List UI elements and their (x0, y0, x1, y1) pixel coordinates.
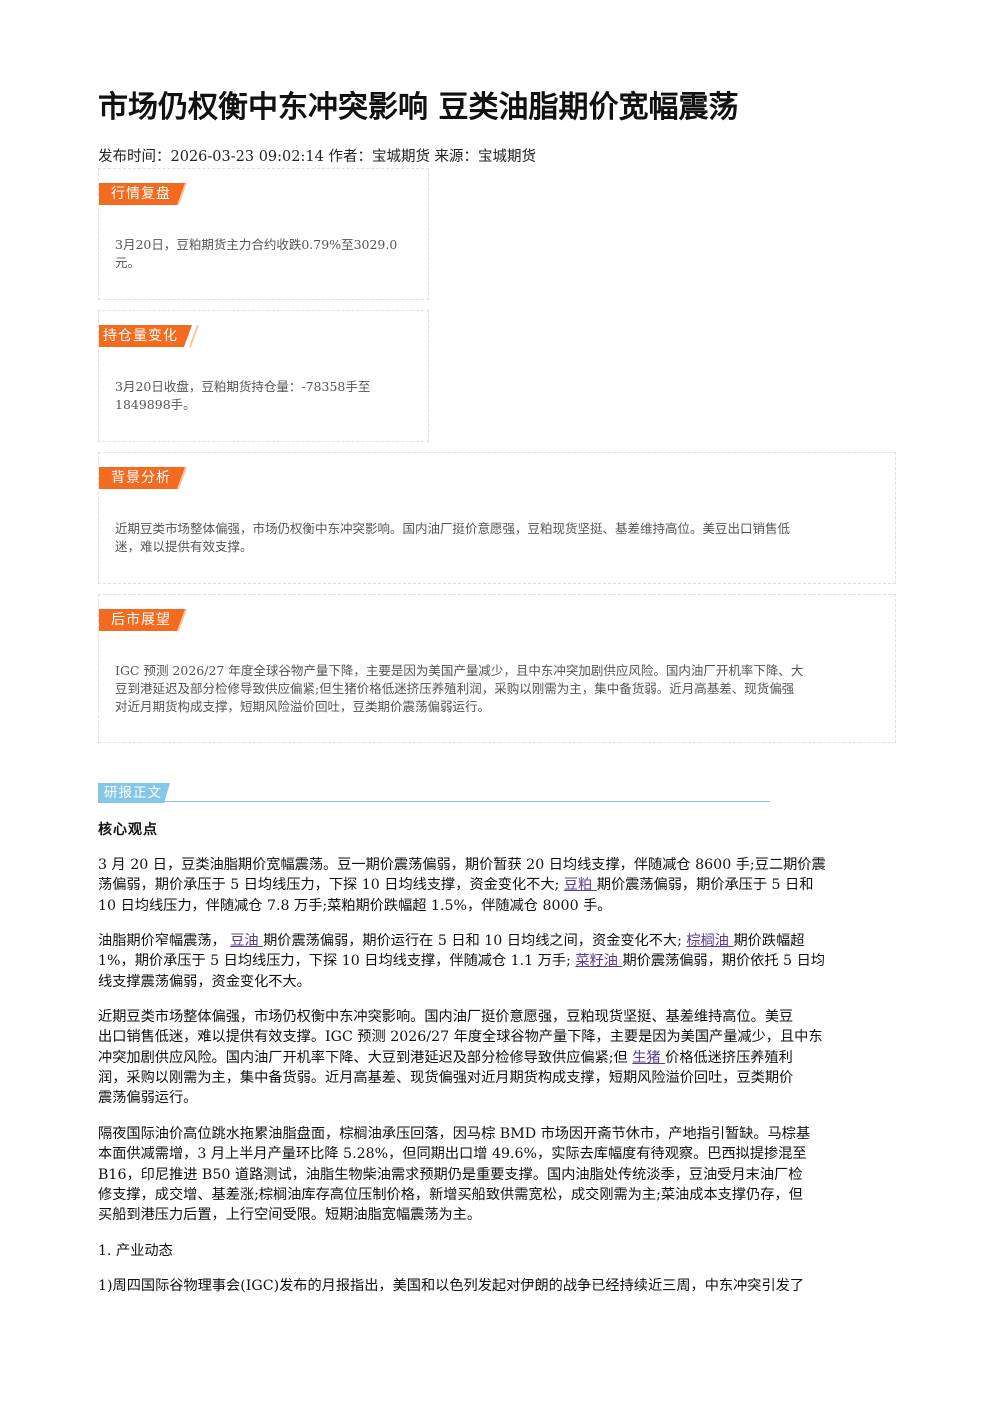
text-segment: 油脂期价窄幅震荡， (98, 933, 231, 949)
text-line: 3月20日收盘，豆粕期货持仓量：-78358手至 (115, 379, 371, 394)
text-line: 油脂期价窄幅震荡， 豆油 期价震荡偏弱，期价运行在 5 日和 10 日均线之间，… (98, 931, 896, 951)
paragraph-3: 近期豆类市场整体偏强，市场仍权衡中东冲突影响。国内油厂挺价意愿强，豆粕现货坚挺、… (98, 1007, 896, 1108)
text-line: 10 日均线压力，伴随减仓 7.8 万手;菜粕期价跌幅超 1.5%，伴随减仓 8… (98, 897, 612, 914)
link-live-hog[interactable]: 生猪 (632, 1049, 666, 1066)
text-line: 迷，难以提供有效支撑。 (115, 539, 253, 554)
paragraph-5: 1)周四国际谷物理事会(IGC)发布的月报指出，美国和以色列发起对伊朗的战争已经… (98, 1278, 805, 1294)
text-line: 豆到港延迟及部分检修导致供应偏紧;但生猪价格低迷挤压养殖利润，采购以刚需为主，集… (115, 681, 795, 696)
background-tag: 背景分析 (99, 467, 185, 489)
article-title: 市场仍权衡中东冲突影响 豆类油脂期价宽幅震荡 (98, 90, 739, 125)
paragraph-2: 油脂期价窄幅震荡， 豆油 期价震荡偏弱，期价运行在 5 日和 10 日均线之间，… (98, 931, 896, 992)
text-segment: 期价震荡偏弱，期价依托 5 日均 (622, 953, 825, 970)
text-line: 对近月期货构成支撑，短期风险溢价回吐，豆类期价震荡偏弱运行。 (115, 699, 491, 714)
text-segment: 期价震荡偏弱，期价运行在 5 日和 10 日均线之间，资金变化不大; (263, 933, 687, 949)
paragraph-4: 隔夜国际油价高位跳水拖累油脂盘面，棕榈油承压回落，因马棕 BMD 市场因开斋节休… (98, 1124, 896, 1225)
tag-decoration (189, 325, 199, 347)
text-line: 震荡偏弱运行。 (98, 1090, 198, 1107)
text-line: 近期豆类市场整体偏强，市场仍权衡中东冲突影响。国内油厂挺价意愿强，豆粕现货坚挺、… (115, 521, 791, 536)
text-line: 买船到港压力后置，上行空间受限。短期油脂宽幅震荡为主。 (98, 1207, 482, 1224)
text-segment: 期价跌幅超 (733, 933, 805, 949)
link-soybean-oil[interactable]: 豆油 (230, 933, 264, 949)
position-change-text: 3月20日收盘，豆粕期货持仓量：-78358手至 1849898手。 (115, 378, 370, 414)
core-heading: 核心观点 (98, 822, 158, 838)
link-soymeal[interactable]: 豆粕 (563, 877, 597, 894)
text-segment: 价格低迷挤压养殖利 (665, 1049, 793, 1066)
link-palm-oil[interactable]: 棕榈油 (686, 933, 734, 949)
section-heading-industry: 1. 产业动态 (98, 1243, 173, 1259)
outlook-text: IGC 预测 2026/27 年度全球谷物产量下降，主要是因为美国产量减少，且中… (115, 662, 803, 716)
text-line: 冲突加剧供应风险。国内油厂开机率下降、大豆到港延迟及部分检修导致供应偏紧;但 生… (98, 1048, 896, 1068)
market-review-box: 行情复盘 3月20日，豆粕期货主力合约收跌0.79%至3029.0 元。 (98, 168, 429, 300)
link-rapeseed-oil[interactable]: 菜籽油 (575, 953, 623, 970)
report-section-tag: 研报正文 (98, 783, 170, 803)
text-line: IGC 预测 2026/27 年度全球谷物产量下降，主要是因为美国产量减少，且中… (115, 663, 804, 678)
background-box: 背景分析 近期豆类市场整体偏强，市场仍权衡中东冲突影响。国内油厂挺价意愿强，豆粕… (98, 452, 896, 584)
text-line: 出口销售低迷，难以提供有效支撑。IGC 预测 2026/27 年度全球谷物产量下… (98, 1029, 823, 1046)
text-line: 修支撑，成交增、基差涨;棕榈油库存高位压制价格，新增买船致供需宽松，成交刚需为主… (98, 1186, 803, 1203)
position-change-box: 持仓量变化 3月20日收盘，豆粕期货持仓量：-78358手至 1849898手。 (98, 310, 429, 442)
tag-decoration (177, 609, 187, 631)
text-line: 荡偏弱，期价承压于 5 日均线压力，下探 10 日均线支撑，资金变化不大; 豆粕… (98, 875, 896, 895)
text-line: 3 月 20 日，豆类油脂期价宽幅震荡。豆一期价震荡偏弱，期价暂获 20 日均线… (98, 857, 826, 873)
background-text: 近期豆类市场整体偏强，市场仍权衡中东冲突影响。国内油厂挺价意愿强，豆粕现货坚挺、… (115, 520, 790, 556)
text-line: 元。 (115, 255, 141, 270)
text-segment: 冲突加剧供应风险。国内油厂开机率下降、大豆到港延迟及部分检修导致供应偏紧;但 (98, 1049, 633, 1066)
text-line: 隔夜国际油价高位跳水拖累油脂盘面，棕榈油承压回落，因马棕 BMD 市场因开斋节休… (98, 1126, 811, 1142)
text-segment: 荡偏弱，期价承压于 5 日均线压力，下探 10 日均线支撑，资金变化不大; (98, 877, 564, 894)
text-line: 近期豆类市场整体偏强，市场仍权衡中东冲突影响。国内油厂挺价意愿强，豆粕现货坚挺、… (98, 1009, 794, 1025)
text-line: 本面供减需增，3 月上半月产量环比降 5.28%，但同期出口增 49.6%，实际… (98, 1146, 807, 1163)
text-line: 线支撑震荡偏弱，资金变化不大。 (98, 973, 311, 990)
text-segment: 1%，期价承压于 5 日均线压力，下探 10 日均线支撑，伴随减仓 1.1 万手… (98, 953, 576, 970)
tag-decoration (177, 467, 187, 489)
paragraph-1: 3 月 20 日，豆类油脂期价宽幅震荡。豆一期价震荡偏弱，期价暂获 20 日均线… (98, 855, 896, 916)
text-line: 1849898手。 (115, 397, 196, 412)
text-line: 3月20日，豆粕期货主力合约收跌0.79%至3029.0 (115, 237, 398, 252)
text-line: B16，印尼推进 B50 道路测试，油脂生物柴油需求预期仍是重要支撑。国内油脂处… (98, 1166, 803, 1183)
text-line: 1%，期价承压于 5 日均线压力，下探 10 日均线支撑，伴随减仓 1.1 万手… (98, 951, 896, 971)
position-change-tag: 持仓量变化 (99, 325, 192, 347)
outlook-box: 后市展望 IGC 预测 2026/27 年度全球谷物产量下降，主要是因为美国产量… (98, 594, 896, 743)
text-line: 润，采购以刚需为主，集中备货弱。近月高基差、现货偏强对近月期货构成支撑，短期风险… (98, 1069, 794, 1086)
market-review-tag: 行情复盘 (99, 183, 185, 205)
text-segment: 期价震荡偏弱，期价承压于 5 日和 (596, 877, 814, 894)
section-divider (98, 801, 770, 802)
article-meta: 发布时间：2026-03-23 09:02:14 作者：宝城期货 来源：宝城期货 (98, 149, 537, 165)
outlook-tag: 后市展望 (99, 609, 185, 631)
market-review-text: 3月20日，豆粕期货主力合约收跌0.79%至3029.0 元。 (115, 236, 397, 272)
tag-decoration (177, 183, 187, 205)
